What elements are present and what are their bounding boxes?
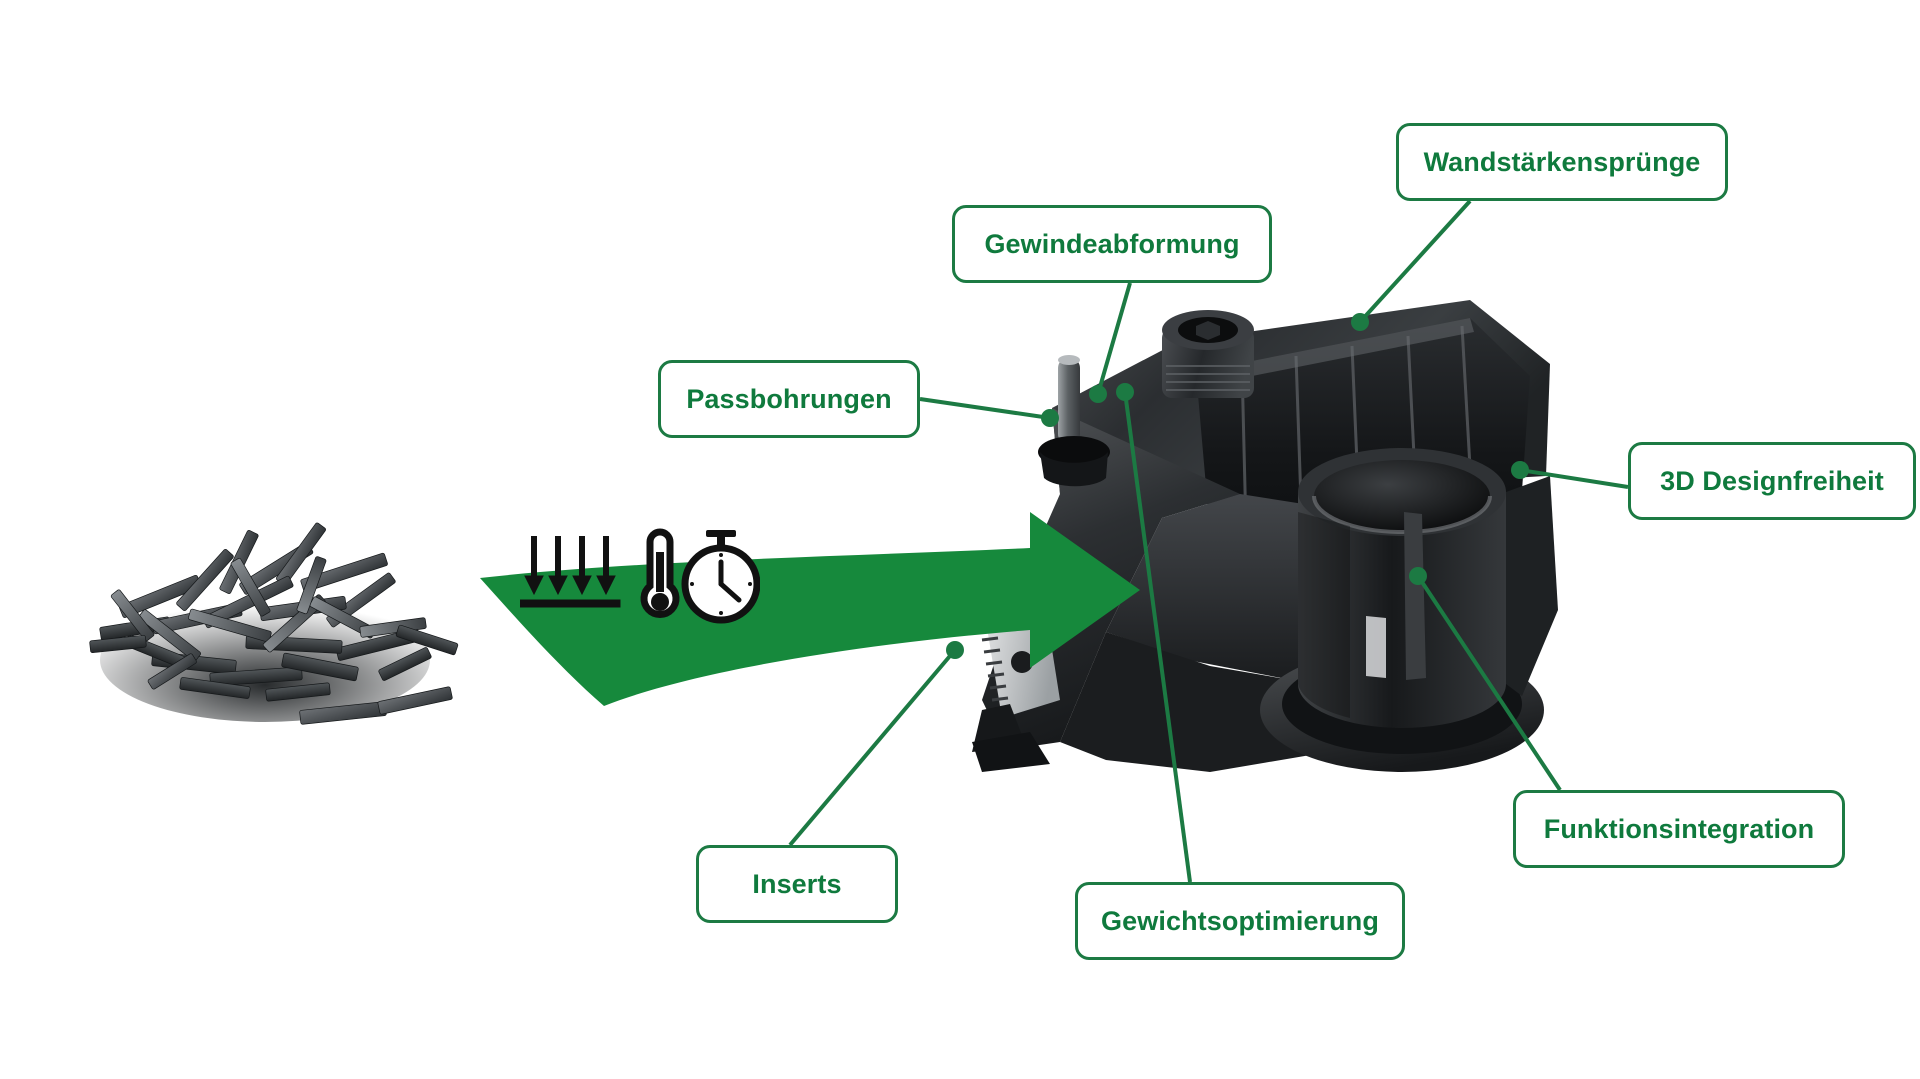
callout-label: Passbohrungen (686, 383, 892, 414)
callout-passbohrungen[interactable]: Passbohrungen (658, 360, 920, 438)
callout-funktionsintegration[interactable]: Funktionsintegration (1513, 790, 1845, 868)
callout-label: Wandstärkensprünge (1423, 146, 1701, 177)
moulded-thread-boss (1162, 310, 1254, 398)
carbon-fibre-chips (60, 470, 480, 750)
stopwatch-icon (681, 530, 761, 624)
callout-wandstaerkenspruenge[interactable]: Wandstärkensprünge (1396, 123, 1728, 201)
callout-gewichtsoptimierung[interactable]: Gewichtsoptimierung (1075, 882, 1405, 960)
callout-label: 3D Designfreiheit (1660, 465, 1884, 496)
callout-label: Gewindeabformung (984, 228, 1240, 259)
callout-gewindeabformung[interactable]: Gewindeabformung (952, 205, 1272, 283)
callout-label: Funktionsintegration (1543, 813, 1815, 844)
thermometer-icon (640, 528, 680, 618)
process-parameter-icons (519, 528, 761, 643)
callout-label: Inserts (752, 868, 842, 899)
callout-label: Gewichtsoptimierung (1101, 905, 1379, 936)
part-right-shoulder (1506, 476, 1558, 696)
dowel-pin (1058, 355, 1080, 444)
pin-bore (1038, 436, 1110, 468)
callout-3d-designfreiheit[interactable]: 3D Designfreiheit (1628, 442, 1916, 520)
pressure-arrows-icon (519, 536, 621, 608)
callout-inserts[interactable]: Inserts (696, 845, 898, 923)
moulded-composite-bracket (910, 280, 1610, 790)
